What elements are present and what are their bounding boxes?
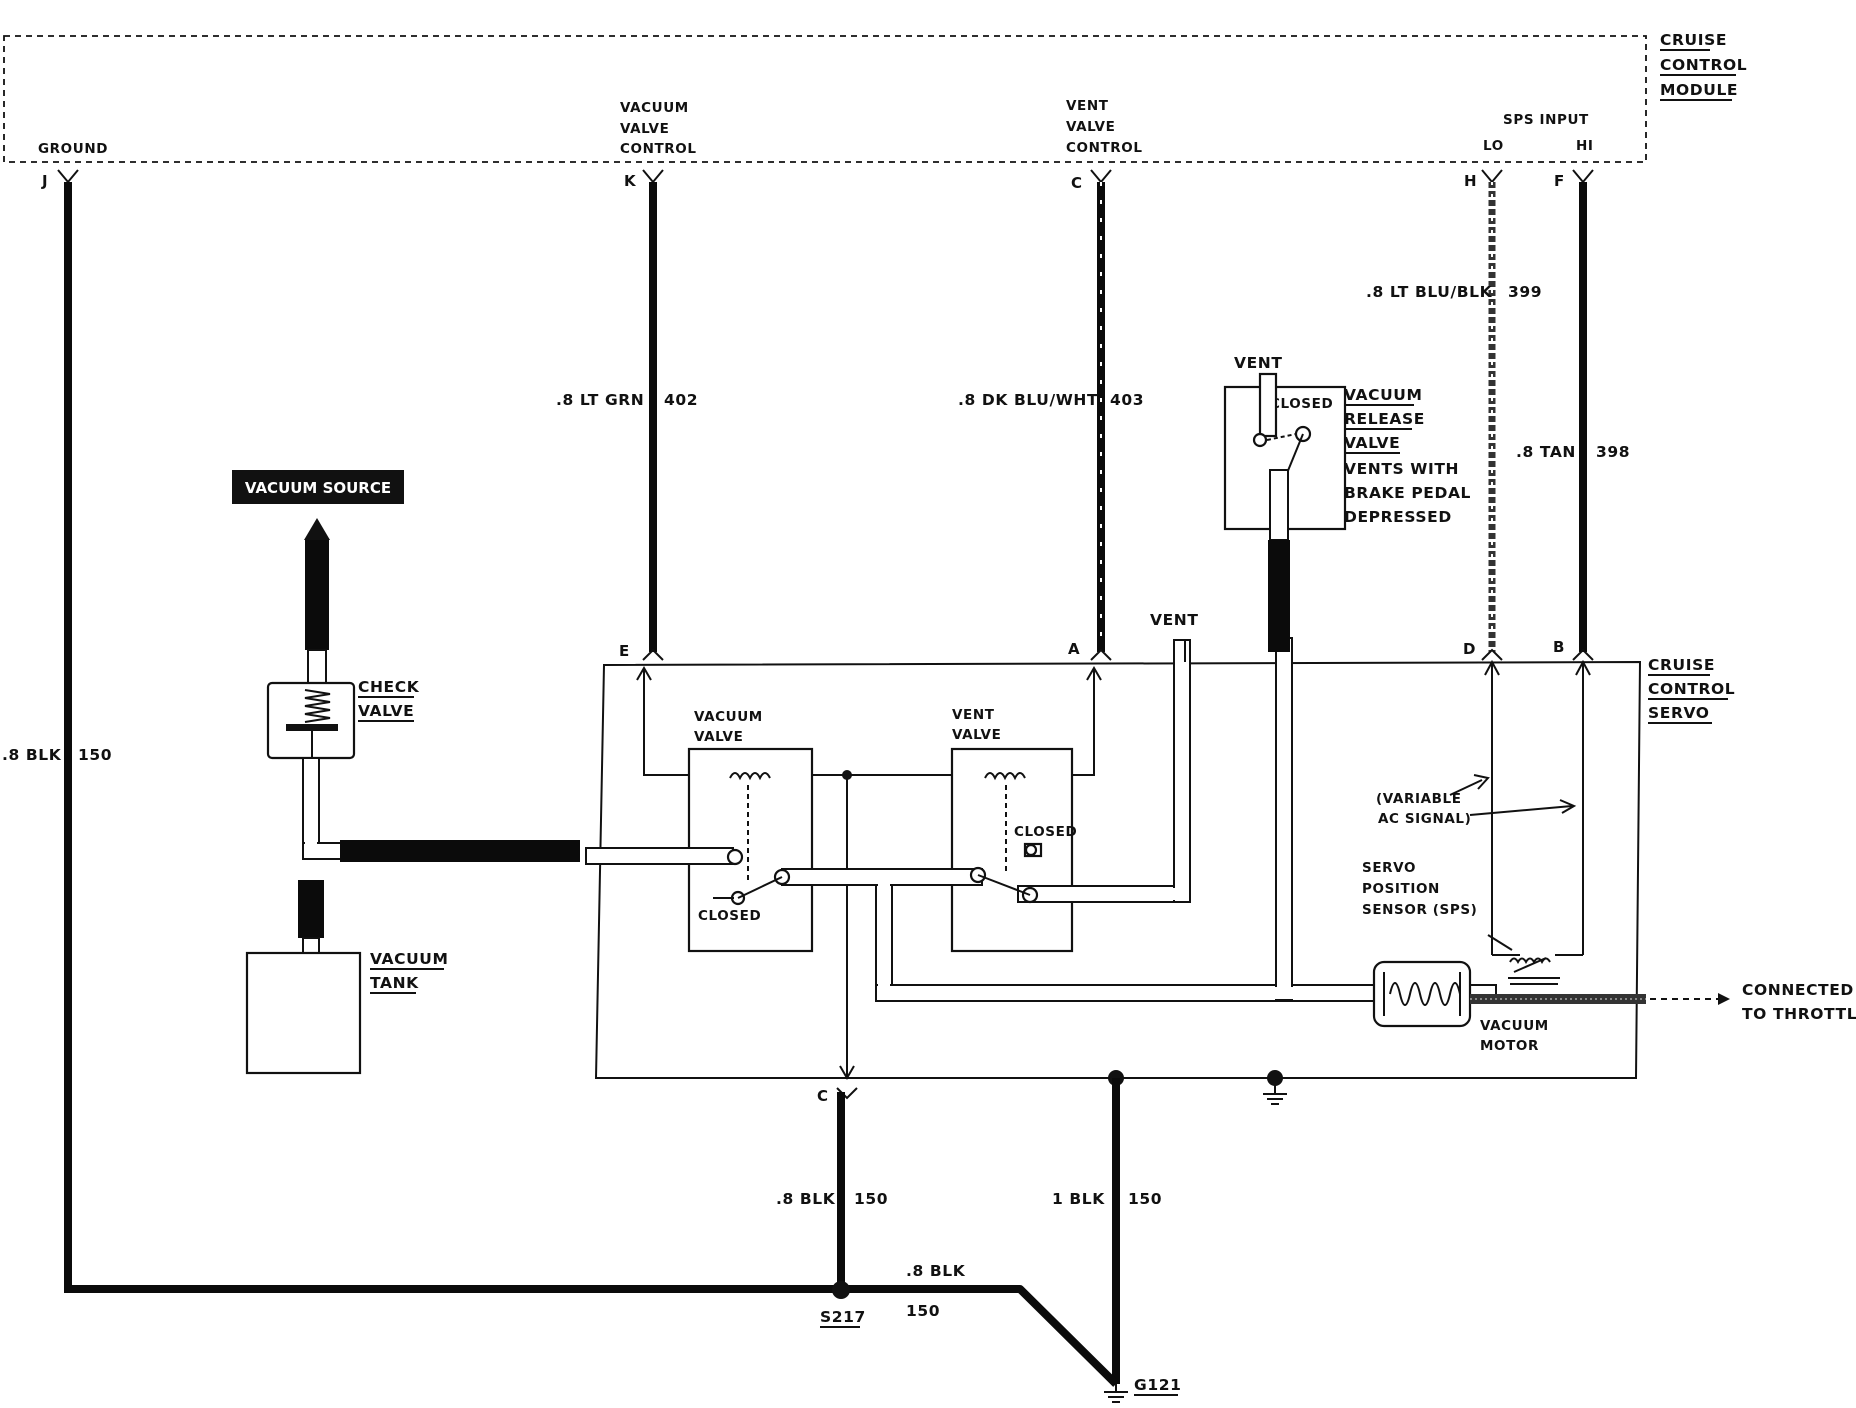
servo-pin-c: C [817,1087,828,1105]
servo-pin-e: E [619,642,629,660]
splice-label: S217 [820,1308,866,1326]
throttle-arrow-icon [1650,993,1730,1005]
sps-label-3: SENSOR (SPS) [1362,902,1477,918]
ground-label: GROUND [38,141,108,157]
vent-valve-control-label-3: CONTROL [1066,140,1143,156]
ground-g121-icon [1104,1384,1128,1403]
vacuum-tank-label-1: VACUUM [370,950,449,968]
vacuum-valve-label-1: VACUUM [694,709,763,725]
vent-valve-closed-label: CLOSED [1014,824,1077,840]
vacuum-valve-control-label-2: VALVE [620,121,669,137]
vacuum-source-label: VACUUM SOURCE [245,479,391,497]
pin-k: K [624,172,637,190]
wire-402-color: .8 LT GRN [556,391,644,409]
splice-to-ground-wire [841,1285,1119,1387]
servo-title-line3: SERVO [1648,704,1710,722]
wire-398-color: .8 TAN [1516,443,1576,461]
splice-s217 [832,1281,850,1299]
variable-ac-label-1: (VARIABLE [1376,791,1462,807]
cruise-control-module-box [3,35,1647,163]
vacuum-valve-label-2: VALVE [694,729,743,745]
sps-coil-icon [1508,957,1560,985]
splice-wire-color: .8 BLK [906,1262,966,1280]
release-valve-title-3: VALVE [1344,434,1400,452]
servo-vent-label: VENT [1150,611,1199,629]
splice-wire-circuit: 150 [906,1302,940,1320]
pin-f: F [1554,172,1564,190]
vacuum-motor [1372,960,1646,1028]
wire-402-circuit: 402 [664,391,698,409]
check-valve-spring-icon [304,689,331,723]
check-valve-label-2: VALVE [358,702,414,720]
pin-c-module: C [1071,174,1082,192]
servo-pin-a: A [1068,640,1080,658]
servo-ground-icon [1263,1070,1287,1105]
module-title-line1: CRUISE [1660,31,1727,49]
vent-valve-control-label-2: VALVE [1066,119,1115,135]
servo-ground-1-color: 1 BLK [1052,1190,1105,1208]
ground-wire-color: .8 BLK [2,746,62,764]
servo-title-line2: CONTROL [1648,680,1735,698]
vacuum-source-box [232,470,404,504]
vacuum-motor-label-2: MOTOR [1480,1038,1539,1054]
vacuum-source-arrow-icon [304,518,330,685]
ground-wire-150 [64,182,838,1293]
wire-399-circuit: 399 [1508,283,1542,301]
release-vent-label: VENT [1234,354,1283,372]
pin-j: J [41,172,48,190]
wire-403-circuit: 403 [1110,391,1144,409]
release-valve-desc-1: VENTS WITH [1344,460,1459,478]
vacuum-motor-label-1: VACUUM [1480,1018,1549,1034]
wire-399-color: .8 LT BLU/BLK [1366,283,1493,301]
servo-pin-b: B [1553,638,1564,656]
servo-title-line1: CRUISE [1648,656,1715,674]
vacuum-valve-control-label-1: VACUUM [620,100,689,116]
sps-label-1: SERVO [1362,860,1416,876]
release-valve-desc-3: DEPRESSED [1344,508,1452,526]
servo-ground-c-circuit: 150 [854,1190,888,1208]
module-title-line2: CONTROL [1660,56,1747,74]
sps-hi-label: HI [1576,138,1594,154]
servo-ground-c-color: .8 BLK [776,1190,836,1208]
servo-ground-1-circuit: 150 [1128,1190,1162,1208]
cruise-control-servo-box [594,660,1642,1079]
vacuum-valve-control-label-3: CONTROL [620,141,697,157]
wire-403-color: .8 DK BLU/WHT [958,391,1098,409]
release-valve-title-2: RELEASE [1344,410,1425,428]
vent-valve-control-label-1: VENT [1066,98,1109,114]
release-closed-label: CLOSED [1270,396,1333,412]
variable-ac-label-2: AC SIGNAL) [1378,811,1471,827]
vent-valve [950,747,1074,953]
check-valve-label-1: CHECK [358,678,420,696]
vent-valve-label-1: VENT [952,707,995,723]
pin-h: H [1464,172,1477,190]
module-title-line3: MODULE [1660,81,1738,99]
vacuum-tank [245,951,362,1075]
vacuum-valve-closed-label: CLOSED [698,908,761,924]
vacuum-tank-label-2: TANK [370,974,419,992]
connected-label-2: TO THROTTLE [1742,1005,1856,1023]
sps-lo-label: LO [1483,138,1504,154]
sps-label-2: POSITION [1362,881,1440,897]
release-valve-desc-2: BRAKE PEDAL [1344,484,1471,502]
ground-wire-circuit: 150 [78,746,112,764]
release-valve-title-1: VACUUM [1344,386,1423,404]
wire-398-circuit: 398 [1596,443,1630,461]
connected-label-1: CONNECTED [1742,981,1854,999]
ground-label-g121: G121 [1134,1376,1181,1394]
servo-pin-d: D [1463,640,1475,658]
vent-valve-label-2: VALVE [952,727,1001,743]
sps-input-label: SPS INPUT [1503,112,1589,128]
